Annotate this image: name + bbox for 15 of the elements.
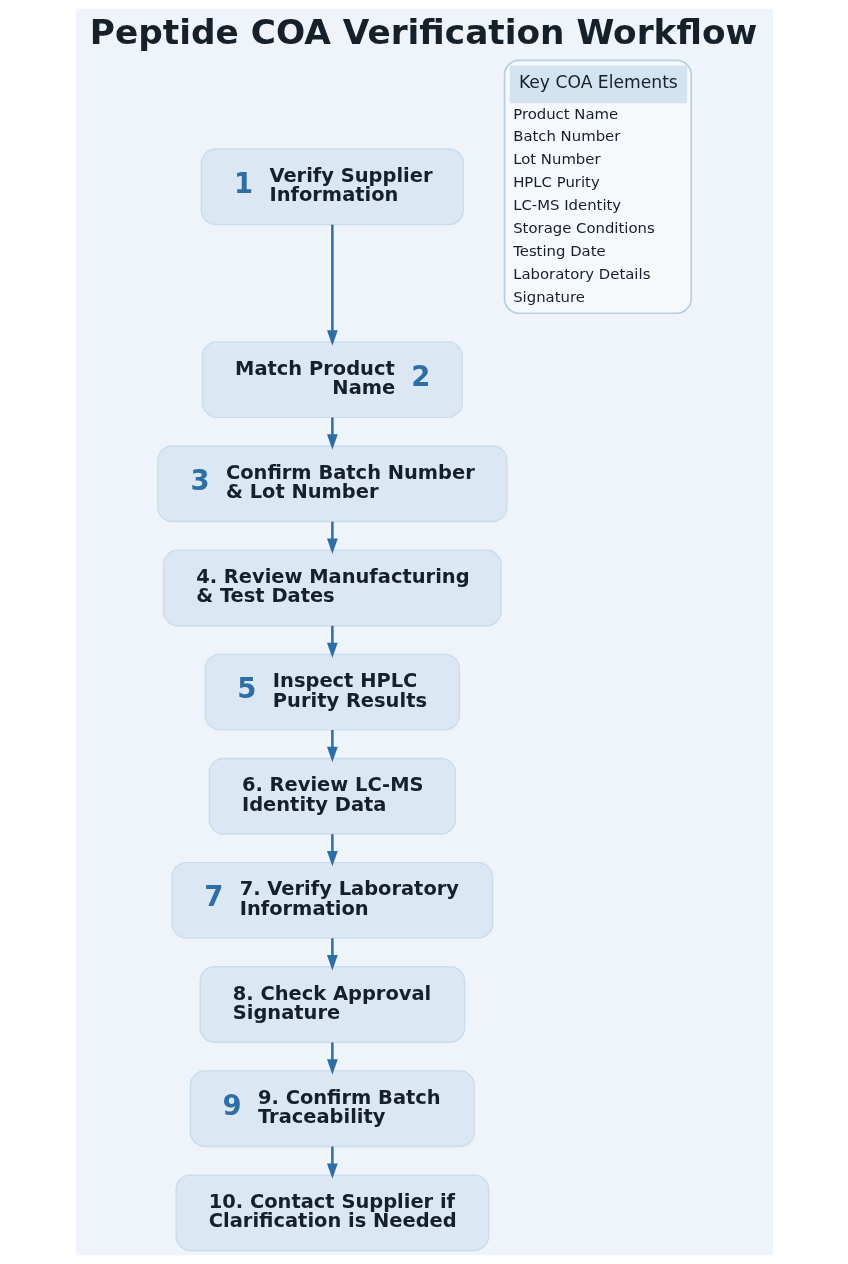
node-box: 4. Review Manufacturing & Test Dates [162, 549, 502, 627]
arrow [326, 730, 338, 763]
node-box: 6. Review LC-MS Identity Data [208, 757, 456, 835]
node-box: Key COA Elements Product Name Batch Number Lot Number HPLC Purity LC-MS Identity Storage Conditions Testing Date Laboratory Details Signature [503, 59, 692, 315]
arrow [326, 224, 338, 346]
arrow [326, 834, 338, 867]
arrow [326, 938, 338, 971]
arrow [326, 417, 338, 450]
node-box: 8. Check Approval Signature [199, 966, 465, 1043]
arrow [326, 1042, 338, 1075]
arrow [326, 1146, 338, 1179]
diagram-title: Peptide COA Verification Workflow [89, 12, 757, 53]
arrow [326, 521, 338, 554]
arrow [326, 625, 338, 659]
node-box: 10. Contact Supplier if Clarification is Needed [174, 1174, 489, 1252]
